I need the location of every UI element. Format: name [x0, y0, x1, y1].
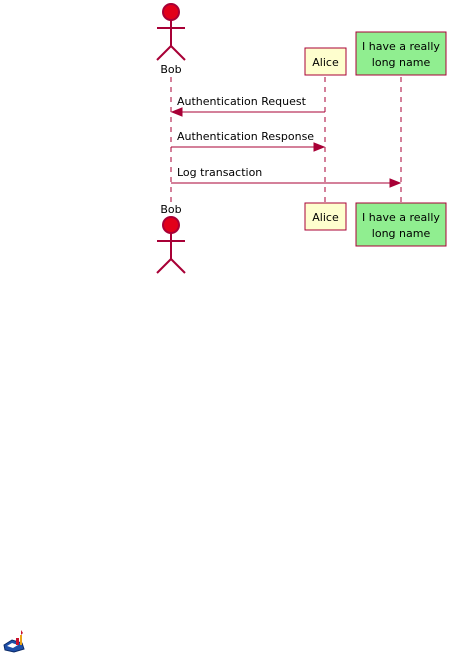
participant-alice-bottom: Alice	[304, 202, 347, 231]
participant-label-long-line1-top: I have a really	[362, 40, 440, 53]
participant-label-alice-top: Alice	[312, 56, 339, 69]
actor-label-bob-top: Bob	[160, 63, 181, 76]
participant-long-name-top: I have a really long name	[355, 31, 447, 76]
message-authentication-request: Authentication Request	[170, 95, 325, 117]
participant-long-name-bottom: I have a really long name	[355, 202, 447, 247]
participant-box	[304, 47, 347, 76]
message-label: Authentication Response	[177, 130, 314, 143]
plantuml-logo-icon	[3, 630, 25, 653]
message-label: Log transaction	[177, 166, 262, 179]
participant-box	[304, 202, 347, 231]
participant-alice-top: Alice	[304, 47, 347, 76]
message-authentication-response: Authentication Response	[171, 130, 326, 152]
actor-bob-bottom: Bob	[156, 203, 186, 274]
arrow-left-icon	[170, 107, 183, 117]
participant-label-long-line1-bottom: I have a really	[362, 211, 440, 224]
message-label: Authentication Request	[177, 95, 307, 108]
actor-bob-top: Bob	[156, 3, 186, 76]
actor-head-icon	[162, 216, 180, 234]
arrow-right-icon	[313, 142, 326, 152]
actor-head-icon	[162, 3, 180, 21]
participant-label-alice-bottom: Alice	[312, 211, 339, 224]
participant-box	[355, 31, 447, 76]
message-log-transaction: Log transaction	[171, 166, 402, 188]
participant-label-long-line2-bottom: long name	[372, 227, 431, 240]
actor-label-bob-bottom: Bob	[160, 203, 181, 216]
arrow-right-icon	[389, 178, 402, 188]
participant-box	[355, 202, 447, 247]
participant-label-long-line2-top: long name	[372, 56, 431, 69]
